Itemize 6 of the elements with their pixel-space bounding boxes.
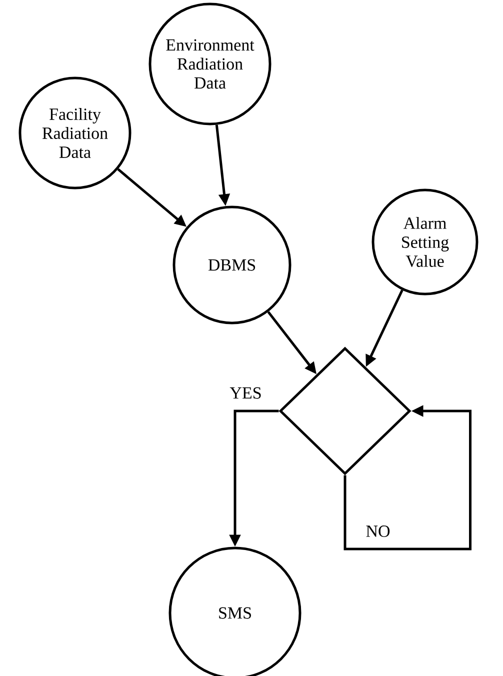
edge-label: NO (364, 524, 392, 538)
circle-node: Facility Radiation Data (18, 76, 132, 190)
edge-label: YES (228, 386, 263, 400)
circle-node: Environment Radiation Data (148, 2, 272, 126)
circle-node: DBMS (172, 206, 292, 324)
circle-node: Alarm Setting Value (372, 188, 478, 296)
